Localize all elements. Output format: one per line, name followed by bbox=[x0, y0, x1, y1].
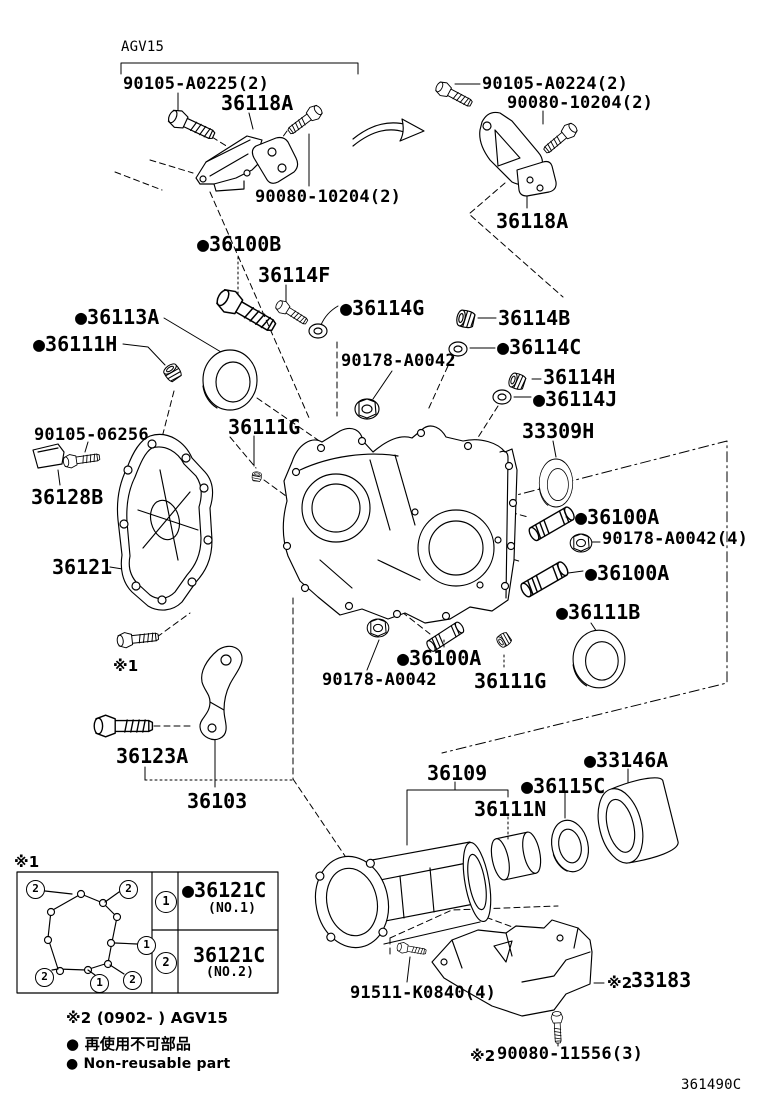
bolt-36114f-drawing bbox=[273, 297, 311, 329]
bolt-pattern-diagram bbox=[43, 889, 138, 976]
part-label-36114b[interactable]: 36114B bbox=[498, 306, 571, 330]
part-label-36100a-3[interactable]: ●36100A bbox=[397, 646, 482, 670]
part-label-36114g[interactable]: ●36114G bbox=[340, 296, 425, 320]
part-label-36121[interactable]: 36121 bbox=[52, 555, 113, 579]
part-label-36103[interactable]: 36103 bbox=[187, 789, 248, 813]
bracket-33183-drawing bbox=[431, 919, 593, 1017]
cover-36121-drawing bbox=[116, 433, 214, 611]
direction-arrow bbox=[352, 118, 425, 147]
nut-90178-bot-drawing bbox=[366, 618, 390, 638]
note-table-frame bbox=[16, 871, 279, 994]
part-label-90105-a0224[interactable]: 90105-A0224(2) bbox=[482, 74, 629, 94]
part-label-36118a-right[interactable]: 36118A bbox=[496, 209, 569, 233]
collar-33146a-drawing bbox=[597, 777, 679, 864]
gasket-33309h-drawing bbox=[538, 458, 574, 508]
table-row1-part[interactable]: ●36121C bbox=[182, 878, 267, 902]
washer-36114j-drawing bbox=[492, 389, 512, 405]
bushing-36111n-drawing bbox=[490, 831, 542, 881]
nut-90178-top-drawing bbox=[354, 398, 380, 420]
part-label-36118a-left[interactable]: 36118A bbox=[221, 91, 294, 115]
bolt-36100b-drawing bbox=[212, 284, 281, 338]
part-label-36111h[interactable]: ●36111H bbox=[33, 332, 118, 356]
bolt-90080-11556-drawing bbox=[550, 1010, 565, 1044]
part-label-36100a-2[interactable]: ●36100A bbox=[585, 561, 670, 585]
table-row2-part[interactable]: 36121C bbox=[193, 943, 266, 967]
washer-36114g-drawing bbox=[308, 323, 328, 339]
plug-36114h-drawing bbox=[506, 371, 527, 392]
part-label-36109[interactable]: 36109 bbox=[427, 761, 488, 785]
bolt-36123a-drawing bbox=[93, 714, 154, 738]
table-row2-number: (NO.2) bbox=[206, 965, 255, 980]
model-code-label: AGV15 bbox=[121, 39, 165, 55]
part-label-36114j[interactable]: ●36114J bbox=[533, 387, 618, 411]
pattern-callout-1: 2 bbox=[26, 880, 45, 899]
part-label-36111b[interactable]: ●36111B bbox=[556, 600, 641, 624]
bracket-36118a-left-drawing bbox=[165, 102, 326, 192]
part-label-36100a-1[interactable]: ●36100A bbox=[575, 505, 660, 529]
bolt-note1-drawing bbox=[115, 628, 160, 650]
part-label-91511-k0840[interactable]: 91511-K0840(4) bbox=[350, 983, 497, 1003]
plate-36128b-drawing bbox=[32, 443, 65, 469]
part-label-90105-06256[interactable]: 90105-06256 bbox=[34, 425, 149, 445]
bolt-91511-drawing bbox=[395, 941, 428, 958]
part-label-36111g-bot[interactable]: 36111G bbox=[474, 669, 547, 693]
part-label-36100b[interactable]: ●36100B bbox=[197, 232, 282, 256]
note1-marker-table: ※1 bbox=[14, 853, 40, 871]
stud-36100a-1-drawing bbox=[526, 504, 577, 543]
part-label-90178-a0042-bot[interactable]: 90178-A0042 bbox=[322, 670, 437, 690]
pattern-callout-2: 2 bbox=[119, 880, 138, 899]
part-label-36113a[interactable]: ●36113A bbox=[75, 305, 160, 329]
part-label-33146a[interactable]: ●33146A bbox=[584, 748, 669, 772]
nut-90178-4-drawing bbox=[569, 533, 593, 553]
bracket-36103-drawing bbox=[199, 645, 243, 741]
part-label-36115c[interactable]: ●36115C bbox=[521, 774, 606, 798]
note2-marker-33183: ※2 bbox=[607, 974, 633, 992]
pattern-callout-5: 1 bbox=[90, 974, 109, 993]
plug-36111g-bot-drawing bbox=[494, 630, 514, 650]
pattern-callout-4: 2 bbox=[35, 968, 54, 987]
seal-36111b-drawing bbox=[572, 629, 626, 689]
part-label-36128b[interactable]: 36128B bbox=[31, 485, 104, 509]
note2-marker-90080: ※2 bbox=[470, 1047, 496, 1065]
part-label-36111g-top[interactable]: 36111G bbox=[228, 415, 301, 439]
part-label-90080-10204-right[interactable]: 90080-10204(2) bbox=[507, 93, 654, 113]
part-label-90178-a0042-4[interactable]: 90178-A0042(4) bbox=[602, 529, 749, 549]
seal-36113a-drawing bbox=[202, 349, 258, 411]
table-row1-number: (NO.1) bbox=[208, 901, 257, 916]
pattern-callout-3: 1 bbox=[137, 936, 156, 955]
pattern-callout-6: 2 bbox=[123, 971, 142, 990]
dotted-leaders bbox=[144, 256, 509, 843]
drawing-code-label: 361490C bbox=[681, 1077, 742, 1093]
part-label-90080-11556[interactable]: 90080-11556(3) bbox=[497, 1044, 644, 1064]
part-label-36114h[interactable]: 36114H bbox=[543, 365, 616, 389]
table-row2-key: 2 bbox=[155, 952, 177, 974]
part-label-36123a[interactable]: 36123A bbox=[116, 744, 189, 768]
transfer-case-drawing bbox=[282, 425, 518, 624]
part-label-90178-a0042-top[interactable]: 90178-A0042 bbox=[341, 351, 456, 371]
plug-36114b-drawing bbox=[454, 308, 477, 330]
part-label-36114f[interactable]: 36114F bbox=[258, 263, 331, 287]
seal-36115c-drawing bbox=[551, 819, 589, 873]
part-label-36111n[interactable]: 36111N bbox=[474, 797, 547, 821]
bracket-36118a-right-drawing bbox=[433, 78, 581, 197]
part-label-33183[interactable]: 33183 bbox=[631, 968, 692, 992]
note1-marker-mid: ※1 bbox=[113, 657, 139, 675]
part-label-90080-10204-left[interactable]: 90080-10204(2) bbox=[255, 187, 402, 207]
bolt-90105-06256-drawing bbox=[62, 450, 101, 470]
table-row1-key: 1 bbox=[155, 891, 177, 913]
footnote-nonreusable-en: ● Non-reusable part bbox=[66, 1056, 231, 1072]
plug-36111g-top-drawing bbox=[251, 471, 263, 482]
part-label-90105-a0225[interactable]: 90105-A0225(2) bbox=[123, 74, 270, 94]
stud-36100a-2-drawing bbox=[518, 559, 571, 600]
footnote-note2: ※2 (0902- ) AGV15 bbox=[66, 1009, 229, 1027]
footnote-nonreusable-jp: ● 再使用不可部品 bbox=[66, 1035, 192, 1053]
part-label-33309h[interactable]: 33309H bbox=[522, 419, 595, 443]
part-label-36114c[interactable]: ●36114C bbox=[497, 335, 582, 359]
extension-housing-36109-drawing bbox=[314, 841, 492, 949]
leader-lines bbox=[57, 62, 629, 1047]
